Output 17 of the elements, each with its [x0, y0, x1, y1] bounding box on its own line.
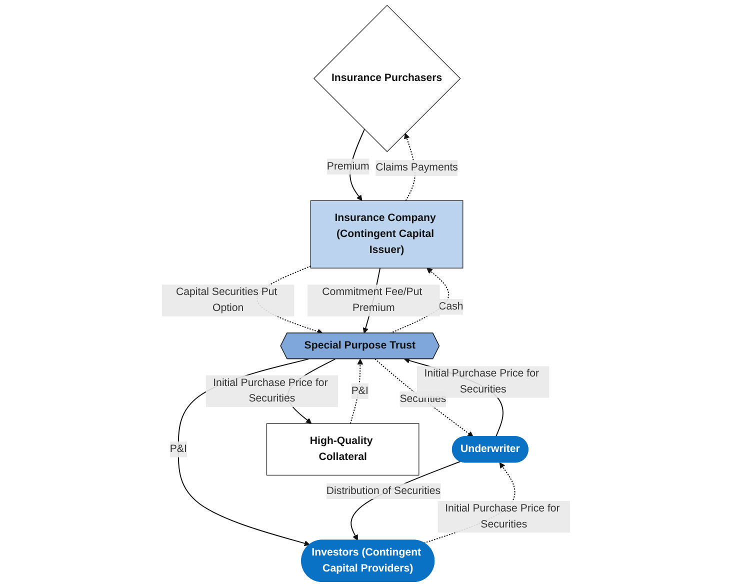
node-diamond: Insurance Purchasers — [313, 4, 461, 152]
edge-label: P&I — [351, 385, 368, 396]
edge-label: Premium — [326, 160, 370, 172]
edge-label: P&I — [170, 443, 187, 455]
edge-label: Cash — [438, 300, 464, 312]
node-box: Insurance Company (Contingent Capital Issuer) — [310, 200, 464, 268]
edge-label: Initial Purchase Price for Securities — [445, 502, 560, 530]
edge-label: Capital Securities Put Option — [176, 286, 278, 314]
node-box: High-Quality Collateral — [266, 423, 420, 476]
edge-label: Initial Purchase Price for Securities — [424, 368, 539, 396]
edge-label: Securities — [400, 393, 446, 405]
arrow — [374, 358, 474, 438]
arrow — [350, 358, 364, 424]
edge-label: Distribution of Securities — [326, 485, 441, 496]
edge-label: Commitment Fee/Put Premium — [322, 286, 422, 314]
edge-label: Claims Payments — [376, 162, 458, 174]
edge-label: Initial Purchase Price for Securities — [213, 377, 328, 404]
